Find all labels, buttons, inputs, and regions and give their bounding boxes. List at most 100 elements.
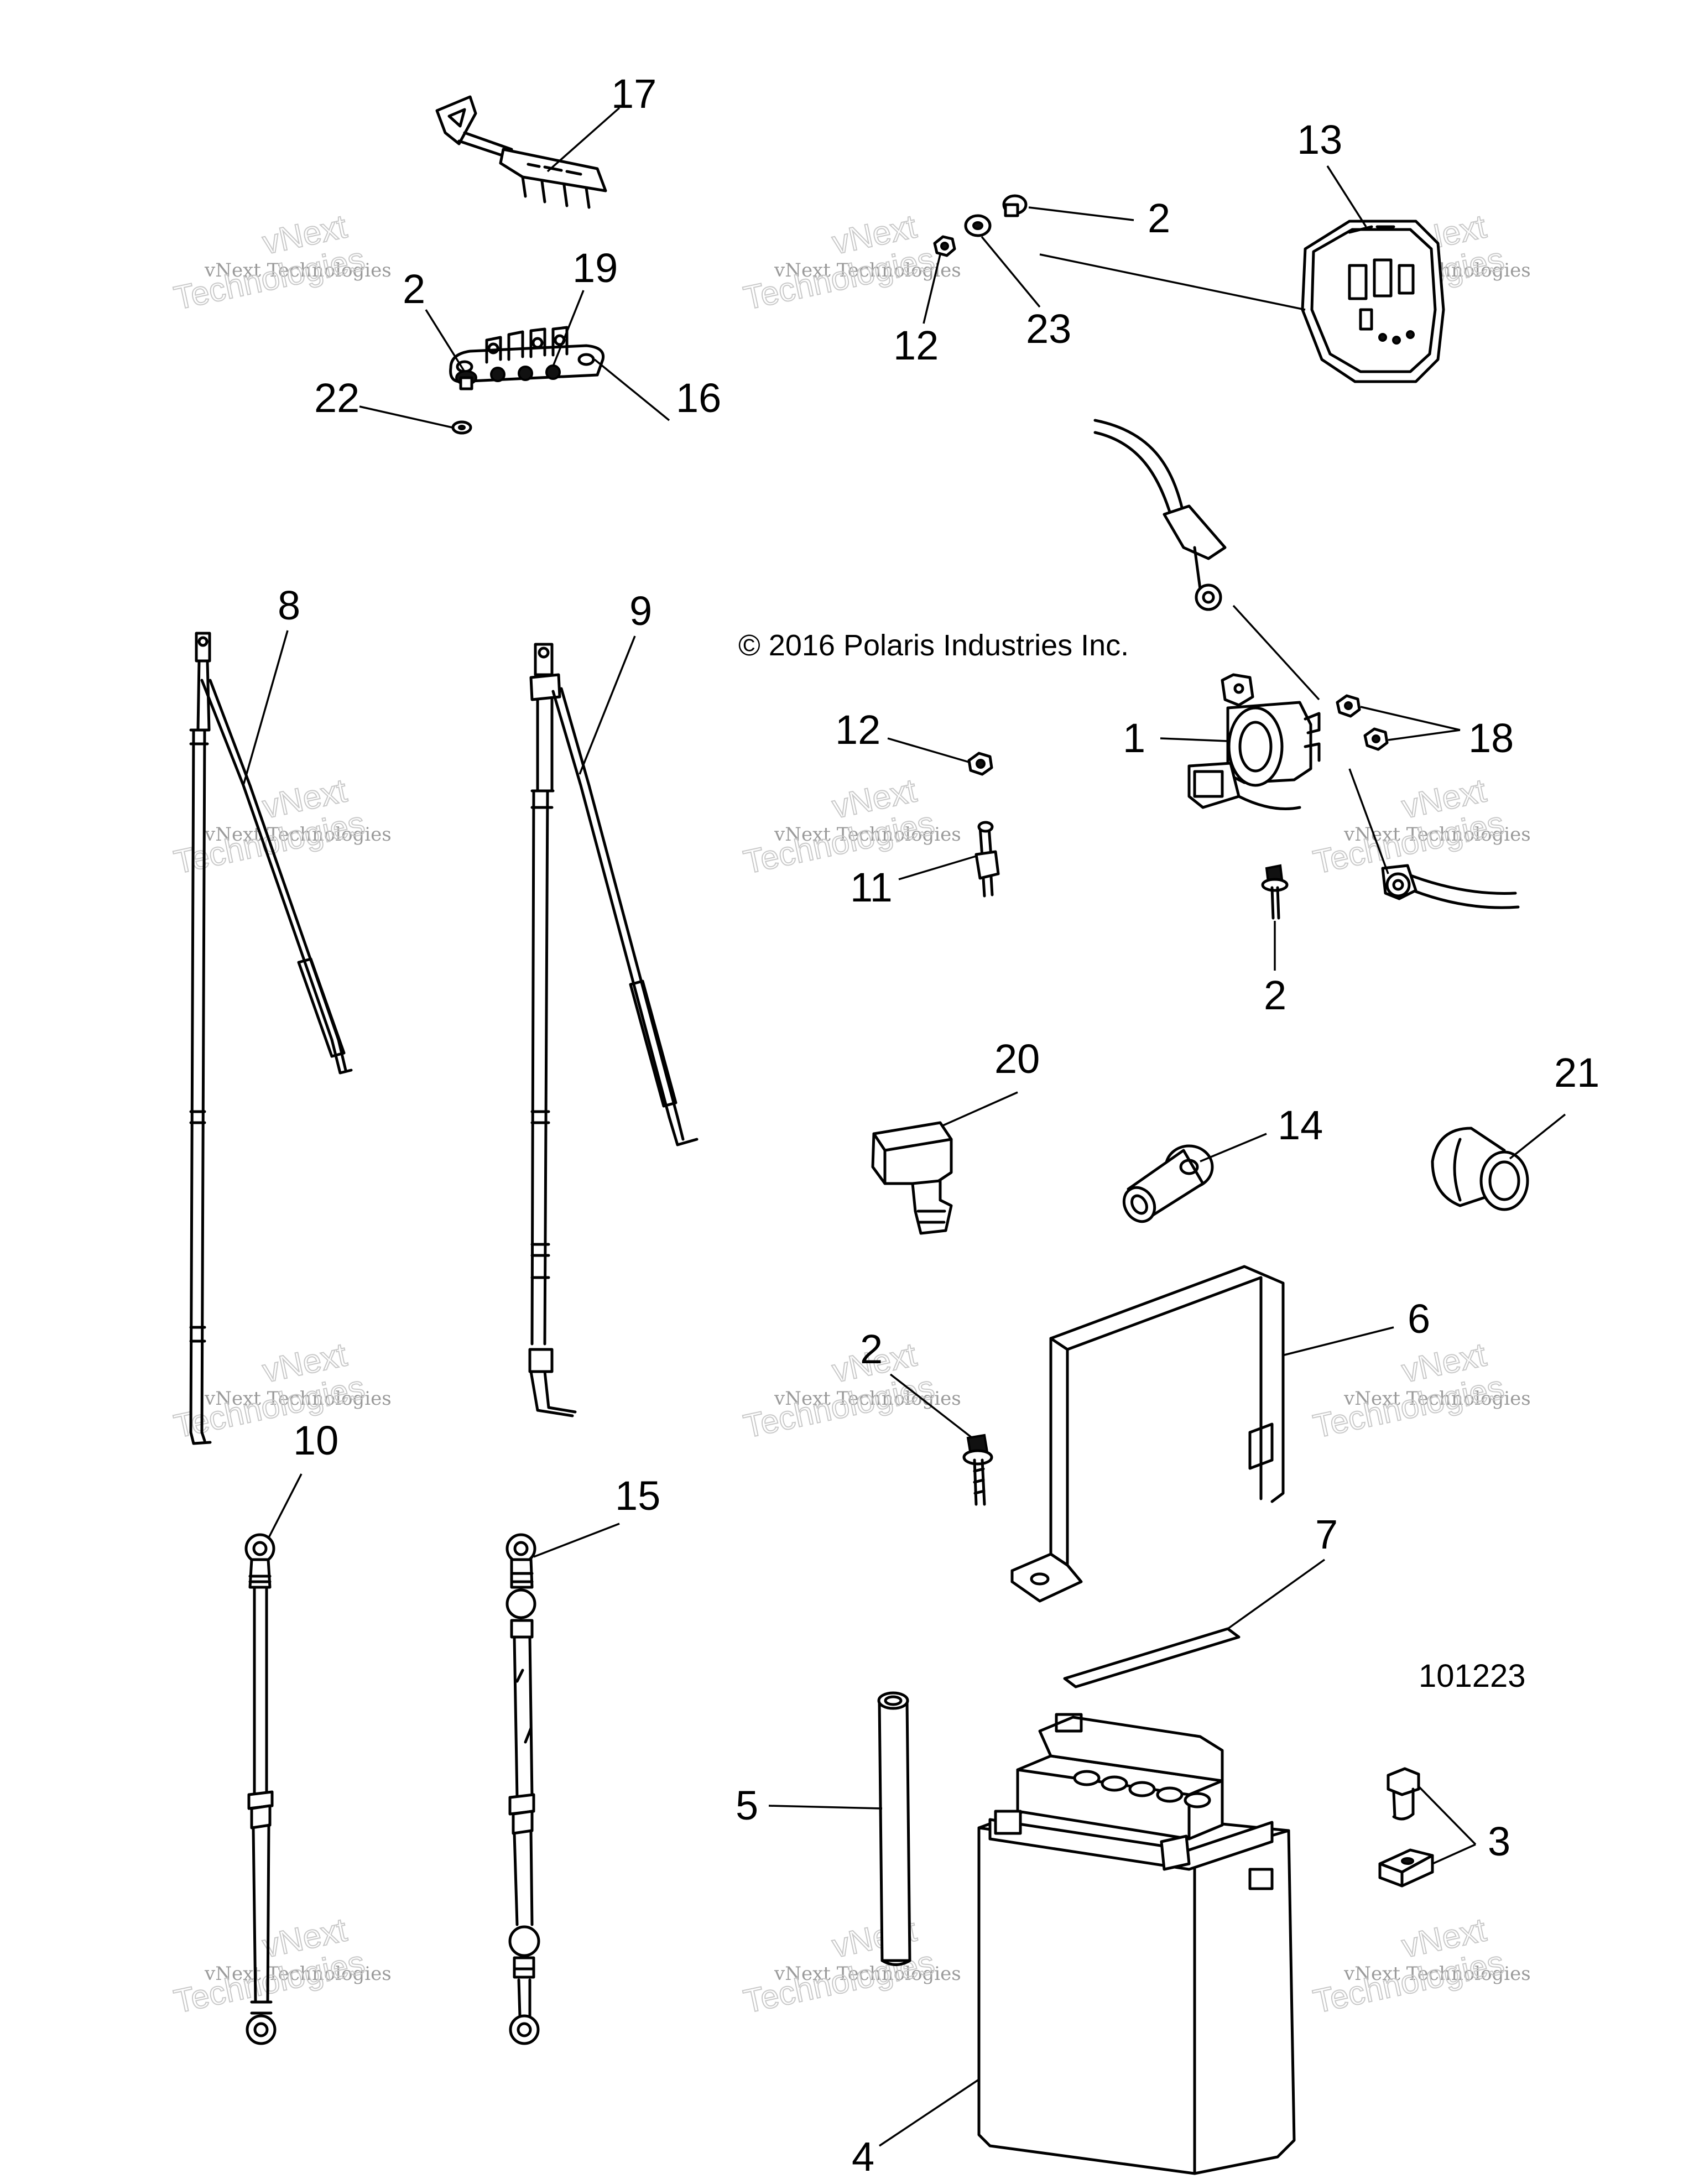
watermark: vNext vNext Technologies Technologies xyxy=(740,1910,961,2020)
leader-10 xyxy=(267,1473,303,1539)
leader-1 xyxy=(1160,737,1228,742)
callout-6: 6 xyxy=(1408,1296,1430,1342)
leader-3a xyxy=(1417,1785,1477,1846)
callout-7: 7 xyxy=(1315,1511,1338,1557)
callout-5: 5 xyxy=(736,1782,758,1828)
callout-12: 12 xyxy=(835,707,880,753)
callout-13: 13 xyxy=(1297,117,1342,163)
watermark-text: vNext Technologies xyxy=(1343,1388,1531,1410)
callout-15: 15 xyxy=(615,1473,660,1519)
bolt-icon xyxy=(1002,194,1028,217)
leader-lines xyxy=(242,107,1566,2147)
nut-icon xyxy=(933,235,956,257)
vent-tube-icon xyxy=(877,1691,911,1966)
callout-11: 11 xyxy=(850,864,893,910)
watermark: vNext vNext Technologies Technologies xyxy=(170,207,392,317)
leader-9 xyxy=(579,635,636,775)
copyright-text: © 2016 Polaris Industries Inc. xyxy=(738,629,1129,662)
leader-14 xyxy=(1200,1133,1267,1163)
leader-12a xyxy=(923,254,941,324)
callout-2: 2 xyxy=(860,1326,883,1372)
washer-icon xyxy=(964,214,992,237)
battery-strap-icon xyxy=(1010,1265,1285,1603)
leader-2a xyxy=(425,309,466,372)
battery-icon xyxy=(977,1713,1296,2175)
screw-icon xyxy=(455,370,477,390)
callouts: 17 2 19 22 16 13 2 23 12 © 2016 Polaris … xyxy=(278,71,1599,2180)
callout-17: 17 xyxy=(611,71,656,117)
leader-6 xyxy=(1284,1326,1394,1356)
drawing-number: 101223 xyxy=(1419,1658,1526,1694)
leader-12b xyxy=(887,737,970,763)
starter-solenoid-icon xyxy=(1187,673,1321,810)
leader-18a xyxy=(1360,706,1461,731)
leader-2b xyxy=(1028,206,1134,221)
watermark-text: vNext Technologies xyxy=(774,1963,961,1985)
callout-12: 12 xyxy=(893,322,939,368)
callout-3: 3 xyxy=(1488,1818,1510,1864)
relay-cover-icon xyxy=(1301,220,1445,383)
leader-relay xyxy=(1039,253,1306,311)
callout-14: 14 xyxy=(1278,1102,1323,1148)
watermark: vNext vNext Technologies Technologies xyxy=(1310,1910,1531,2020)
callout-2: 2 xyxy=(1264,972,1286,1018)
leader-11 xyxy=(898,855,977,880)
callout-23: 23 xyxy=(1026,306,1071,352)
stud-icon xyxy=(974,821,1000,898)
watermark-text: vNext Technologies xyxy=(1343,1963,1531,1985)
callout-9: 9 xyxy=(629,588,652,634)
leader-7 xyxy=(1227,1558,1326,1630)
leader-15 xyxy=(533,1523,620,1558)
terminal-boot-icon xyxy=(1431,1127,1529,1211)
callout-18: 18 xyxy=(1468,715,1514,761)
battery-cable-icon xyxy=(528,643,699,1417)
leader-23 xyxy=(981,236,1041,308)
bolt-icon xyxy=(1261,864,1289,920)
watermark: vNext vNext Technologies Technologies xyxy=(1310,771,1531,881)
callout-2: 2 xyxy=(1148,195,1170,241)
callout-8: 8 xyxy=(278,582,300,628)
nut-icon xyxy=(1336,694,1389,751)
leader-21 xyxy=(1509,1113,1566,1160)
watermark-text: vNext Technologies xyxy=(774,259,961,282)
callout-20: 20 xyxy=(994,1036,1040,1082)
callout-4: 4 xyxy=(852,2134,874,2180)
leader-22 xyxy=(359,405,453,429)
watermark-text: vNext Technologies xyxy=(204,259,392,282)
watermark: vNext vNext Technologies Technologies xyxy=(170,1910,392,2020)
leader-13 xyxy=(1326,165,1367,227)
leader-16 xyxy=(593,358,670,421)
watermark: vNext vNext Technologies Technologies xyxy=(1310,1335,1531,1445)
leader-19 xyxy=(552,290,585,367)
battery-cable-icon xyxy=(189,632,353,1445)
pad-icon xyxy=(1063,1627,1241,1688)
watermark-text: vNext Technologies xyxy=(204,1963,392,1985)
callout-19: 19 xyxy=(572,245,618,291)
watermark: vNext vNext Technologies Technologies xyxy=(740,1335,961,1445)
callout-10: 10 xyxy=(293,1417,338,1463)
watermark: vNext vNext Technologies Technologies xyxy=(740,207,961,317)
terminal-boot-icon xyxy=(871,1121,953,1235)
nut-icon xyxy=(490,364,561,382)
leader-5 xyxy=(768,1805,883,1810)
leader-8 xyxy=(242,630,289,786)
watermark-text: vNext Technologies xyxy=(774,823,961,846)
leader-sol-top xyxy=(1232,604,1320,701)
callout-1: 1 xyxy=(1123,715,1145,761)
battery-cable-icon xyxy=(1093,419,1227,611)
fuse-puller-icon xyxy=(435,95,607,209)
leader-2d xyxy=(889,1373,973,1439)
watermark-text: vNext Technologies xyxy=(204,823,392,846)
bolt-icon xyxy=(962,1434,993,1506)
leader-18b xyxy=(1388,729,1461,741)
bolt-nut-icon xyxy=(1378,1767,1434,1888)
nut-icon xyxy=(967,752,993,776)
washer-icon xyxy=(451,420,472,435)
callout-21: 21 xyxy=(1554,1050,1599,1096)
watermark: vNext vNext Technologies Technologies xyxy=(170,1335,392,1445)
watermark-text: vNext Technologies xyxy=(204,1388,392,1410)
callout-2: 2 xyxy=(403,266,425,312)
callout-22: 22 xyxy=(314,375,359,421)
ground-strap-icon xyxy=(244,1533,277,2045)
